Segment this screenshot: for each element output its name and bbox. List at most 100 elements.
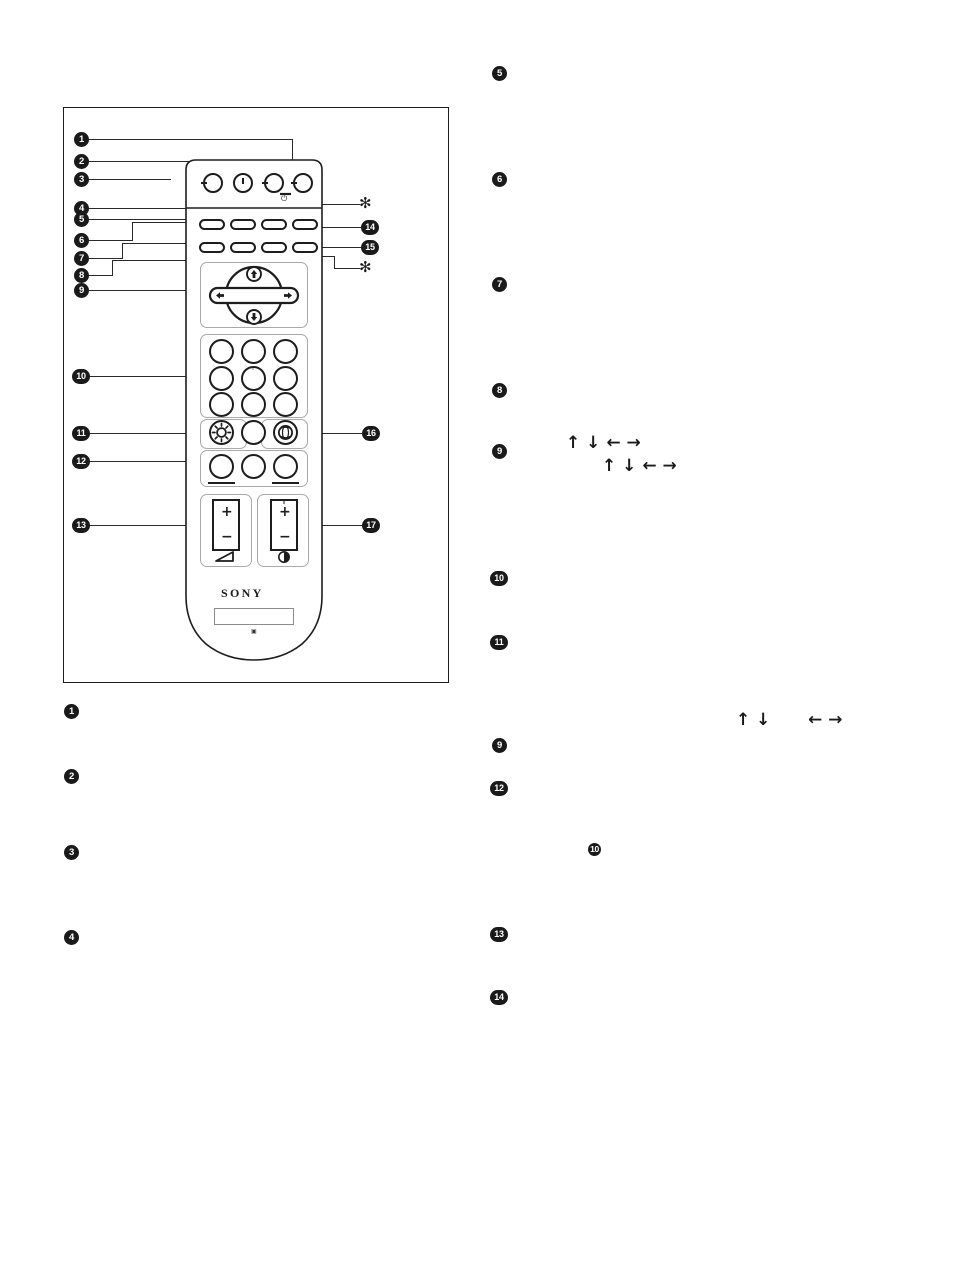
leader-line-8b bbox=[112, 260, 202, 261]
arrow-row-3-horizontal: ← → bbox=[808, 710, 843, 730]
remote-number-key-8[interactable] bbox=[241, 392, 266, 417]
remote-number-key-2[interactable] bbox=[241, 339, 266, 364]
remote-pill-button-3[interactable] bbox=[261, 219, 287, 230]
figure-callout-1: 1 bbox=[74, 132, 89, 147]
callout-item-9b: 9 bbox=[492, 738, 507, 753]
remote-pill-button-5[interactable] bbox=[199, 242, 225, 253]
callout-item-11: 11 bbox=[490, 635, 508, 650]
callout-item-12: 12 bbox=[490, 781, 508, 796]
leader-line-7 bbox=[89, 258, 123, 259]
remote-pill-button-8[interactable] bbox=[292, 242, 318, 253]
leader-line-11 bbox=[89, 433, 201, 434]
brightness-color-icons bbox=[211, 422, 294, 443]
footnote-asterisk-top: ✻ bbox=[359, 195, 372, 212]
arrow-row-3-vertical: ↑ ↓ bbox=[736, 710, 771, 730]
leader-line-6-rise bbox=[132, 222, 133, 241]
volume-rocker-button[interactable] bbox=[212, 499, 240, 551]
remote-commander-illustration: ⏻ bbox=[178, 156, 330, 666]
remote-lower-button-1[interactable] bbox=[209, 454, 234, 479]
contrast-rocker-button[interactable] bbox=[270, 499, 298, 551]
arrow-row-2: ↑ ↓ ← → bbox=[602, 456, 677, 476]
arrow-row-1: ↑ ↓ ← → bbox=[566, 433, 641, 453]
remote-lower-button-3[interactable] bbox=[273, 454, 298, 479]
figure-callout-11: 11 bbox=[72, 426, 90, 441]
callout-item-13: 13 bbox=[490, 927, 508, 942]
remote-button-nubs bbox=[201, 178, 297, 196]
figure-callout-13: 13 bbox=[72, 518, 90, 533]
leader-line-5 bbox=[89, 219, 201, 220]
figure-callout-7: 7 bbox=[74, 251, 89, 266]
leader-line-1 bbox=[89, 139, 293, 140]
leader-line-10 bbox=[89, 376, 198, 377]
callout-item-8: 8 bbox=[492, 383, 507, 398]
keypad-tactile-dot: ° bbox=[252, 368, 254, 374]
remote-number-key-9[interactable] bbox=[273, 392, 298, 417]
leader-line-6b bbox=[132, 222, 202, 223]
figure-callout-2: 2 bbox=[74, 154, 89, 169]
callout-item-2: 2 bbox=[64, 769, 79, 784]
remote-pill-button-1[interactable] bbox=[199, 219, 225, 230]
lower-button-1-underline bbox=[208, 482, 235, 484]
leader-line-6 bbox=[89, 240, 133, 241]
figure-callout-16: 16 bbox=[362, 426, 380, 441]
leader-line-8 bbox=[89, 275, 113, 276]
remote-number-key-1[interactable] bbox=[209, 339, 234, 364]
leader-line-8-rise bbox=[112, 260, 113, 276]
callout-item-9a: 9 bbox=[492, 444, 507, 459]
figure-callout-8: 8 bbox=[74, 268, 89, 283]
figure-callout-9: 9 bbox=[74, 283, 89, 298]
sony-brand-logo: SONY bbox=[221, 586, 264, 600]
leader-line-asterisk-bottom-rise bbox=[334, 256, 335, 269]
leader-line-7-rise bbox=[122, 243, 123, 259]
lower-button-3-underline bbox=[272, 482, 299, 484]
callout-item-5: 5 bbox=[492, 66, 507, 81]
callout-item-3: 3 bbox=[64, 845, 79, 860]
model-mark-icon: ▣ bbox=[251, 629, 257, 635]
remote-number-key-0[interactable] bbox=[241, 420, 266, 445]
leader-line-asterisk-bottom bbox=[334, 268, 360, 269]
leader-line-13 bbox=[89, 525, 204, 526]
leader-line-7b bbox=[122, 243, 202, 244]
remote-pill-button-6[interactable] bbox=[230, 242, 256, 253]
leader-line-9 bbox=[89, 290, 198, 291]
callout-item-1: 1 bbox=[64, 704, 79, 719]
figure-callout-10: 10 bbox=[72, 369, 90, 384]
figure-callout-14: 14 bbox=[361, 220, 379, 235]
figure-frame: 1 2 3 4 5 6 7 8 9 10 11 12 13 14 15 16 1… bbox=[63, 107, 449, 683]
figure-callout-17: 17 bbox=[362, 518, 380, 533]
figure-callout-5: 5 bbox=[74, 212, 89, 227]
footnote-asterisk-bottom: ✻ bbox=[359, 259, 372, 276]
rocker-legend-icons bbox=[215, 501, 291, 563]
callout-item-14: 14 bbox=[490, 990, 508, 1005]
leader-line-1-drop bbox=[292, 139, 293, 177]
figure-callout-3: 3 bbox=[74, 172, 89, 187]
leader-line-4 bbox=[89, 208, 197, 209]
navigation-pad[interactable] bbox=[178, 156, 330, 336]
volume-plus-icon: + bbox=[221, 504, 233, 520]
leader-line-3 bbox=[89, 179, 171, 180]
callout-item-7: 7 bbox=[492, 277, 507, 292]
leader-line-2 bbox=[89, 161, 255, 162]
volume-minus-icon: − bbox=[221, 529, 233, 545]
remote-number-key-3[interactable] bbox=[273, 339, 298, 364]
remote-pill-button-2[interactable] bbox=[230, 219, 256, 230]
contrast-minus-icon: − bbox=[279, 529, 291, 545]
figure-callout-6: 6 bbox=[74, 233, 89, 248]
color-button[interactable] bbox=[273, 420, 298, 445]
power-icon: ⏻ bbox=[281, 194, 288, 203]
figure-callout-15: 15 bbox=[361, 240, 379, 255]
figure-callout-12: 12 bbox=[72, 454, 90, 469]
remote-number-key-7[interactable] bbox=[209, 392, 234, 417]
leader-line-asterisk-top bbox=[314, 204, 360, 205]
remote-number-key-6[interactable] bbox=[273, 366, 298, 391]
remote-lower-button-2[interactable] bbox=[241, 454, 266, 479]
callout-item-6: 6 bbox=[492, 172, 507, 187]
remote-number-key-4[interactable] bbox=[209, 366, 234, 391]
remote-number-key-5[interactable] bbox=[241, 366, 266, 391]
contrast-plus-icon: + bbox=[279, 504, 291, 520]
remote-pill-button-7[interactable] bbox=[261, 242, 287, 253]
leader-line-12 bbox=[89, 461, 201, 462]
callout-item-10b: 10 bbox=[588, 843, 601, 856]
remote-pill-button-4[interactable] bbox=[292, 219, 318, 230]
callout-item-4: 4 bbox=[64, 930, 79, 945]
